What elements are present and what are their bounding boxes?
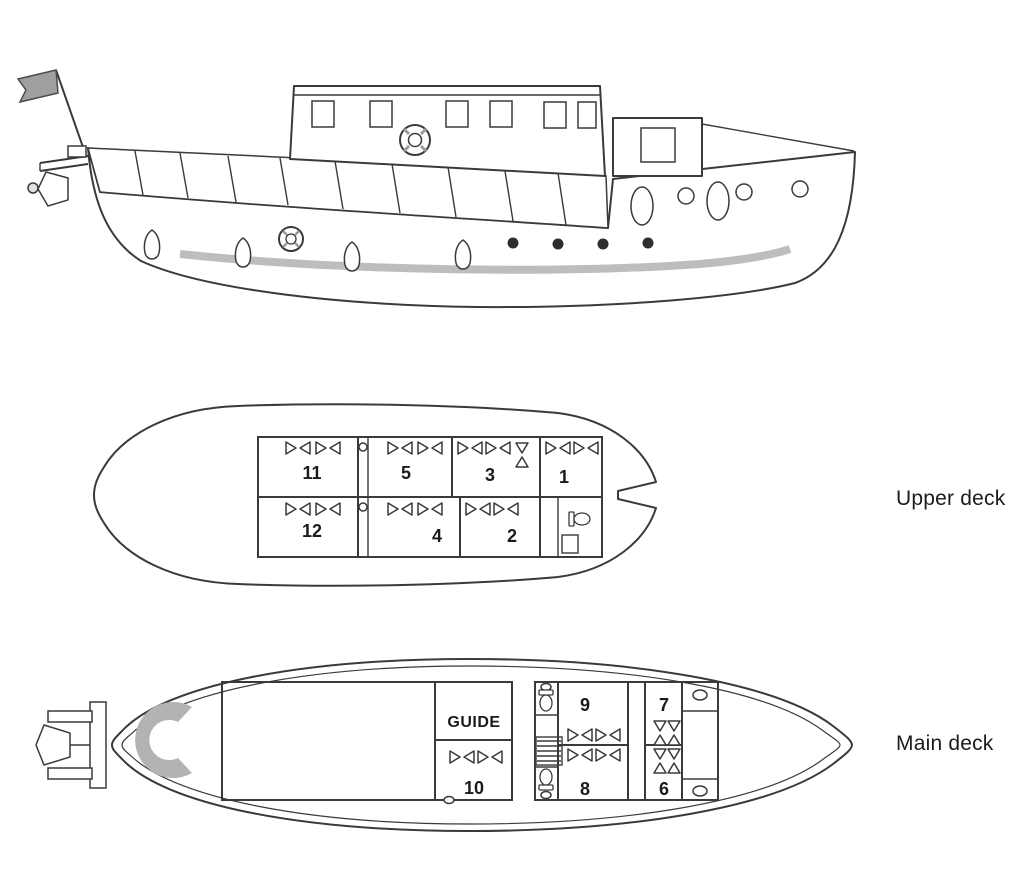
porthole-icon [540,790,552,800]
aft-portholes [677,180,809,205]
cabin-12-number: 12 [302,521,322,541]
main-deck-plan: GUIDE 10 9 8 [35,658,853,832]
sink-icon [358,442,368,452]
boat-side-profile [16,69,856,309]
cabin-5: 5 [387,441,443,483]
sink-icon [692,689,708,701]
cabin-3-number: 3 [485,465,495,485]
cabin-8: 8 [567,748,621,799]
cabin-4: 4 [387,502,443,546]
anchor-gear [35,701,107,789]
cabin-3: 3 [457,441,529,485]
cabin-6-number: 6 [659,779,669,799]
cabin-2: 2 [465,502,519,546]
cabin-block [534,681,719,801]
fenders [143,229,472,272]
main-deck-hull [111,658,853,832]
pilothouse-windows [311,100,597,129]
cabin-7-number: 7 [659,695,669,715]
cabin-8-number: 8 [580,779,590,799]
main-deck-label: Main deck [896,732,994,755]
pilothouse [289,85,606,177]
aft-fenders [630,181,730,226]
cabin-1-number: 1 [559,467,569,487]
ensuite [682,689,718,797]
cabin-6: 6 [653,748,681,799]
cabin-1: 1 [545,441,599,487]
window-mullions [134,150,567,226]
guide-room-label: GUIDE [447,714,500,731]
toilet-icon [568,511,591,527]
toilet-icon [538,768,554,791]
life-ring-icon [278,226,304,252]
cabin-11: 11 [285,441,341,483]
cabin-2-number: 2 [507,526,517,546]
upper-deck-walls [257,436,603,558]
cabin-5-number: 5 [401,463,411,483]
cabin-9: 9 [567,695,621,742]
hull-portholes [507,237,654,250]
cabin-9-number: 9 [580,695,590,715]
bow-stairs [135,702,192,778]
upper-deck-hull [93,403,657,587]
sink-icon [358,502,368,512]
porthole-icon [443,795,455,805]
upper-deck-label: Upper deck [896,487,1006,510]
hull-stripe [179,245,792,274]
cabin-10-number: 10 [464,778,484,798]
upper-deck-wc [561,511,591,554]
bathroom-strip [535,682,559,800]
cabin-11-number: 11 [302,463,321,483]
life-ring-icon [399,124,431,156]
toilet-icon [538,689,554,712]
bow-gear [27,145,89,207]
cabin-12: 12 [285,502,341,541]
sink-icon [692,785,708,797]
main-deck-hull-inner [121,665,841,825]
flag-icon [16,69,85,151]
aft-deckhouse [612,117,855,177]
cabin-10: 10 [443,750,503,805]
upper-deck-plan: 11 5 3 1 12 4 2 [93,403,657,587]
guide-room: GUIDE [447,714,500,731]
wc-sink [561,534,579,554]
cabin-7: 7 [653,695,681,746]
cabin-4-number: 4 [432,526,442,546]
